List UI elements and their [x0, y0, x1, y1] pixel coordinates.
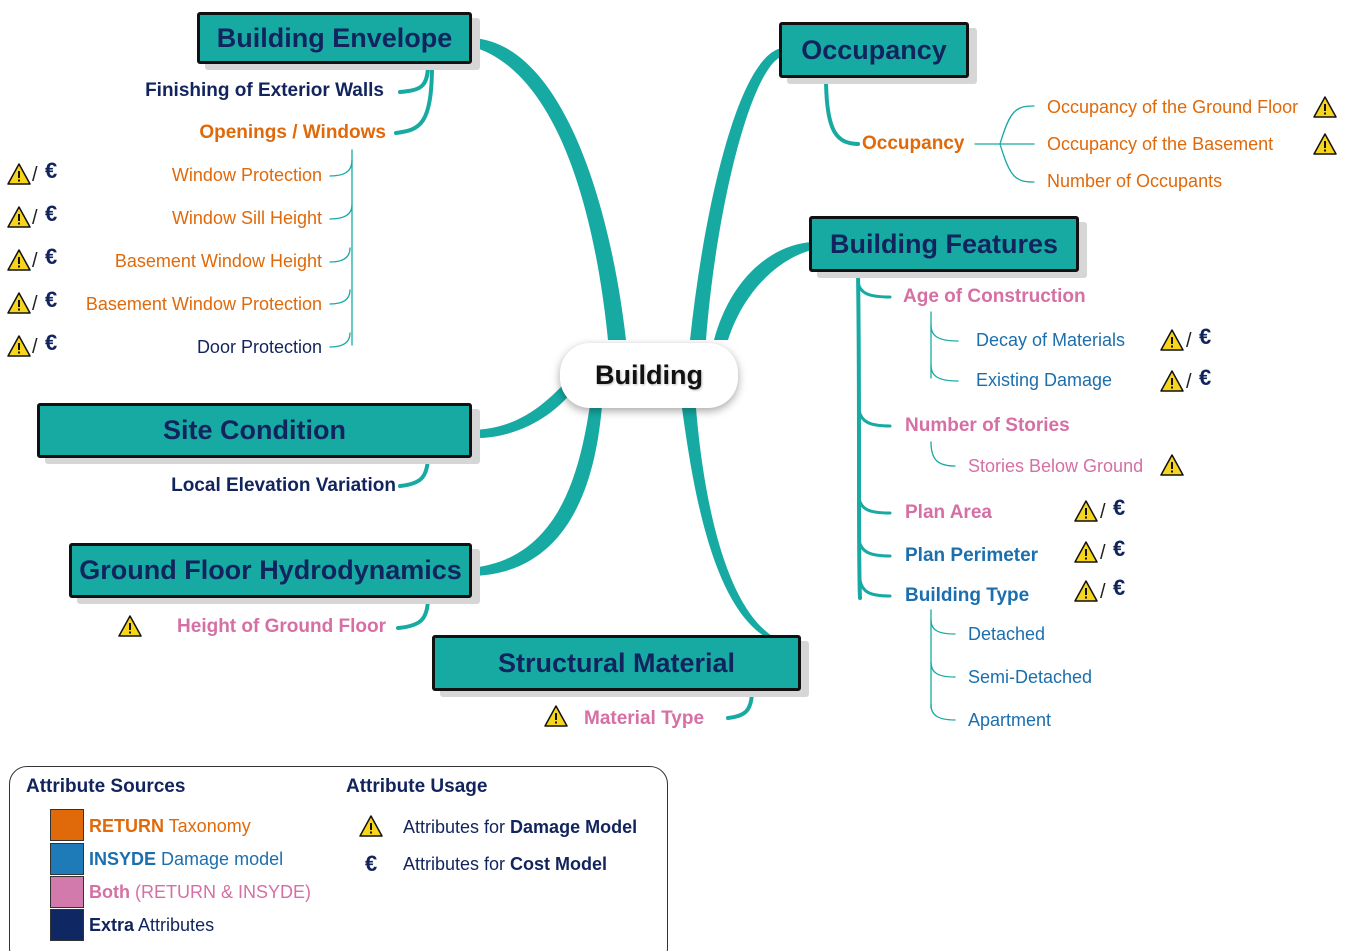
central-node: Building: [560, 343, 738, 408]
topic-label: Occupancy: [801, 34, 947, 65]
topic-ground-floor-hydrodynamics: Ground Floor Hydrodynamics: [69, 543, 472, 598]
legend-both: Both (RETURN & INSYDE): [89, 883, 311, 901]
legend-both-rest: (RETURN & INSYDE): [129, 882, 311, 902]
node-material-type: Material Type: [584, 708, 705, 729]
legend-insyde-bold: INSYDE: [89, 849, 157, 869]
euro-icon: €: [45, 244, 58, 269]
node-window-sill-height: Window Sill Height: [171, 208, 322, 228]
slash-separator: /: [32, 207, 38, 229]
slash-separator: /: [1100, 501, 1106, 523]
legend-extra: Extra Attributes: [89, 916, 214, 934]
euro-icon: €: [1199, 324, 1212, 349]
node-apartment: Apartment: [968, 710, 1052, 730]
topic-building-envelope: Building Envelope: [197, 12, 472, 64]
slash-separator: /: [32, 250, 38, 272]
legend-damage-pre: Attributes for: [403, 817, 511, 837]
legend-damage-model: Attributes for Damage Model: [403, 818, 637, 836]
node-openings-windows: Openings / Windows: [199, 122, 386, 143]
node-occupancy-basement: Occupancy of the Basement: [1047, 134, 1274, 154]
euro-icon: €: [45, 287, 58, 312]
euro-icon: €: [1113, 536, 1126, 561]
topic-label: Site Condition: [163, 415, 346, 445]
swatch-insyde: [50, 843, 84, 875]
topic-label: Ground Floor Hydrodynamics: [79, 555, 462, 585]
legend-sources-title: Attribute Sources: [26, 776, 186, 797]
legend-box: Attribute Sources Attribute Usage RETURN…: [9, 766, 668, 951]
legend-cost-pre: Attributes for: [403, 854, 511, 874]
topic-label: Building Envelope: [216, 22, 453, 53]
euro-icon: €: [1113, 495, 1126, 520]
swatch-both: [50, 876, 84, 908]
legend-insyde: INSYDE Damage model: [89, 850, 283, 868]
slash-separator: /: [32, 293, 38, 315]
node-local-elevation-variation: Local Elevation Variation: [171, 475, 396, 496]
slash-separator: /: [32, 336, 38, 358]
node-detached: Detached: [968, 624, 1046, 644]
node-number-of-stories: Number of Stories: [905, 415, 1070, 436]
node-stories-below-ground: Stories Below Ground: [968, 456, 1144, 476]
node-finishing-exterior-walls: Finishing of Exterior Walls: [145, 80, 384, 101]
node-occupancy: Occupancy: [862, 133, 965, 154]
legend-damage-bold: Damage Model: [510, 817, 638, 837]
node-age-of-construction: Age of Construction: [903, 286, 1086, 307]
node-basement-window-protection: Basement Window Protection: [85, 294, 322, 314]
central-label: Building: [595, 360, 703, 390]
legend-cost-bold: Cost Model: [510, 854, 608, 874]
legend-return-bold: RETURN: [89, 816, 164, 836]
euro-icon: €: [1199, 365, 1212, 390]
node-door-protection: Door Protection: [196, 337, 322, 357]
node-basement-window-height: Basement Window Height: [114, 251, 322, 271]
slash-separator: /: [1100, 581, 1106, 603]
node-plan-perimeter: Plan Perimeter: [905, 545, 1039, 566]
slash-separator: /: [1100, 542, 1106, 564]
legend-extra-rest: Attributes: [134, 915, 215, 935]
topic-occupancy: Occupancy: [779, 22, 969, 78]
swatch-extra: [50, 909, 84, 941]
node-plan-area: Plan Area: [905, 502, 992, 523]
topic-building-features: Building Features: [809, 216, 1079, 272]
topic-structural-material: Structural Material: [432, 635, 801, 691]
node-number-of-occupants: Number of Occupants: [1047, 171, 1223, 191]
euro-icon: €: [45, 201, 58, 226]
node-occupancy-ground-floor: Occupancy of the Ground Floor: [1047, 97, 1299, 117]
euro-icon: €: [365, 851, 378, 876]
swatch-return: [50, 809, 84, 841]
legend-return: RETURN Taxonomy: [89, 817, 251, 835]
topic-site-condition: Site Condition: [37, 403, 472, 458]
node-decay-of-materials: Decay of Materials: [976, 330, 1126, 350]
legend-both-bold: Both: [89, 882, 130, 902]
legend-extra-bold: Extra: [89, 915, 135, 935]
legend-insyde-rest: Damage model: [156, 849, 284, 869]
slash-separator: /: [1186, 330, 1192, 352]
topic-label: Building Features: [829, 228, 1059, 259]
node-height-of-ground-floor: Height of Ground Floor: [177, 616, 386, 637]
euro-icon: €: [1113, 575, 1126, 600]
euro-icon: €: [45, 330, 58, 355]
legend-cost-model: Attributes for Cost Model: [403, 855, 607, 873]
slash-separator: /: [1186, 371, 1192, 393]
euro-icon: €: [45, 158, 58, 183]
node-existing-damage: Existing Damage: [976, 370, 1113, 390]
slash-separator: /: [32, 164, 38, 186]
topic-label: Structural Material: [497, 647, 736, 678]
node-semi-detached: Semi-Detached: [968, 667, 1093, 687]
node-building-type: Building Type: [905, 585, 1030, 606]
legend-return-rest: Taxonomy: [164, 816, 251, 836]
node-window-protection: Window Protection: [171, 165, 322, 185]
legend-usage-title: Attribute Usage: [346, 776, 488, 797]
